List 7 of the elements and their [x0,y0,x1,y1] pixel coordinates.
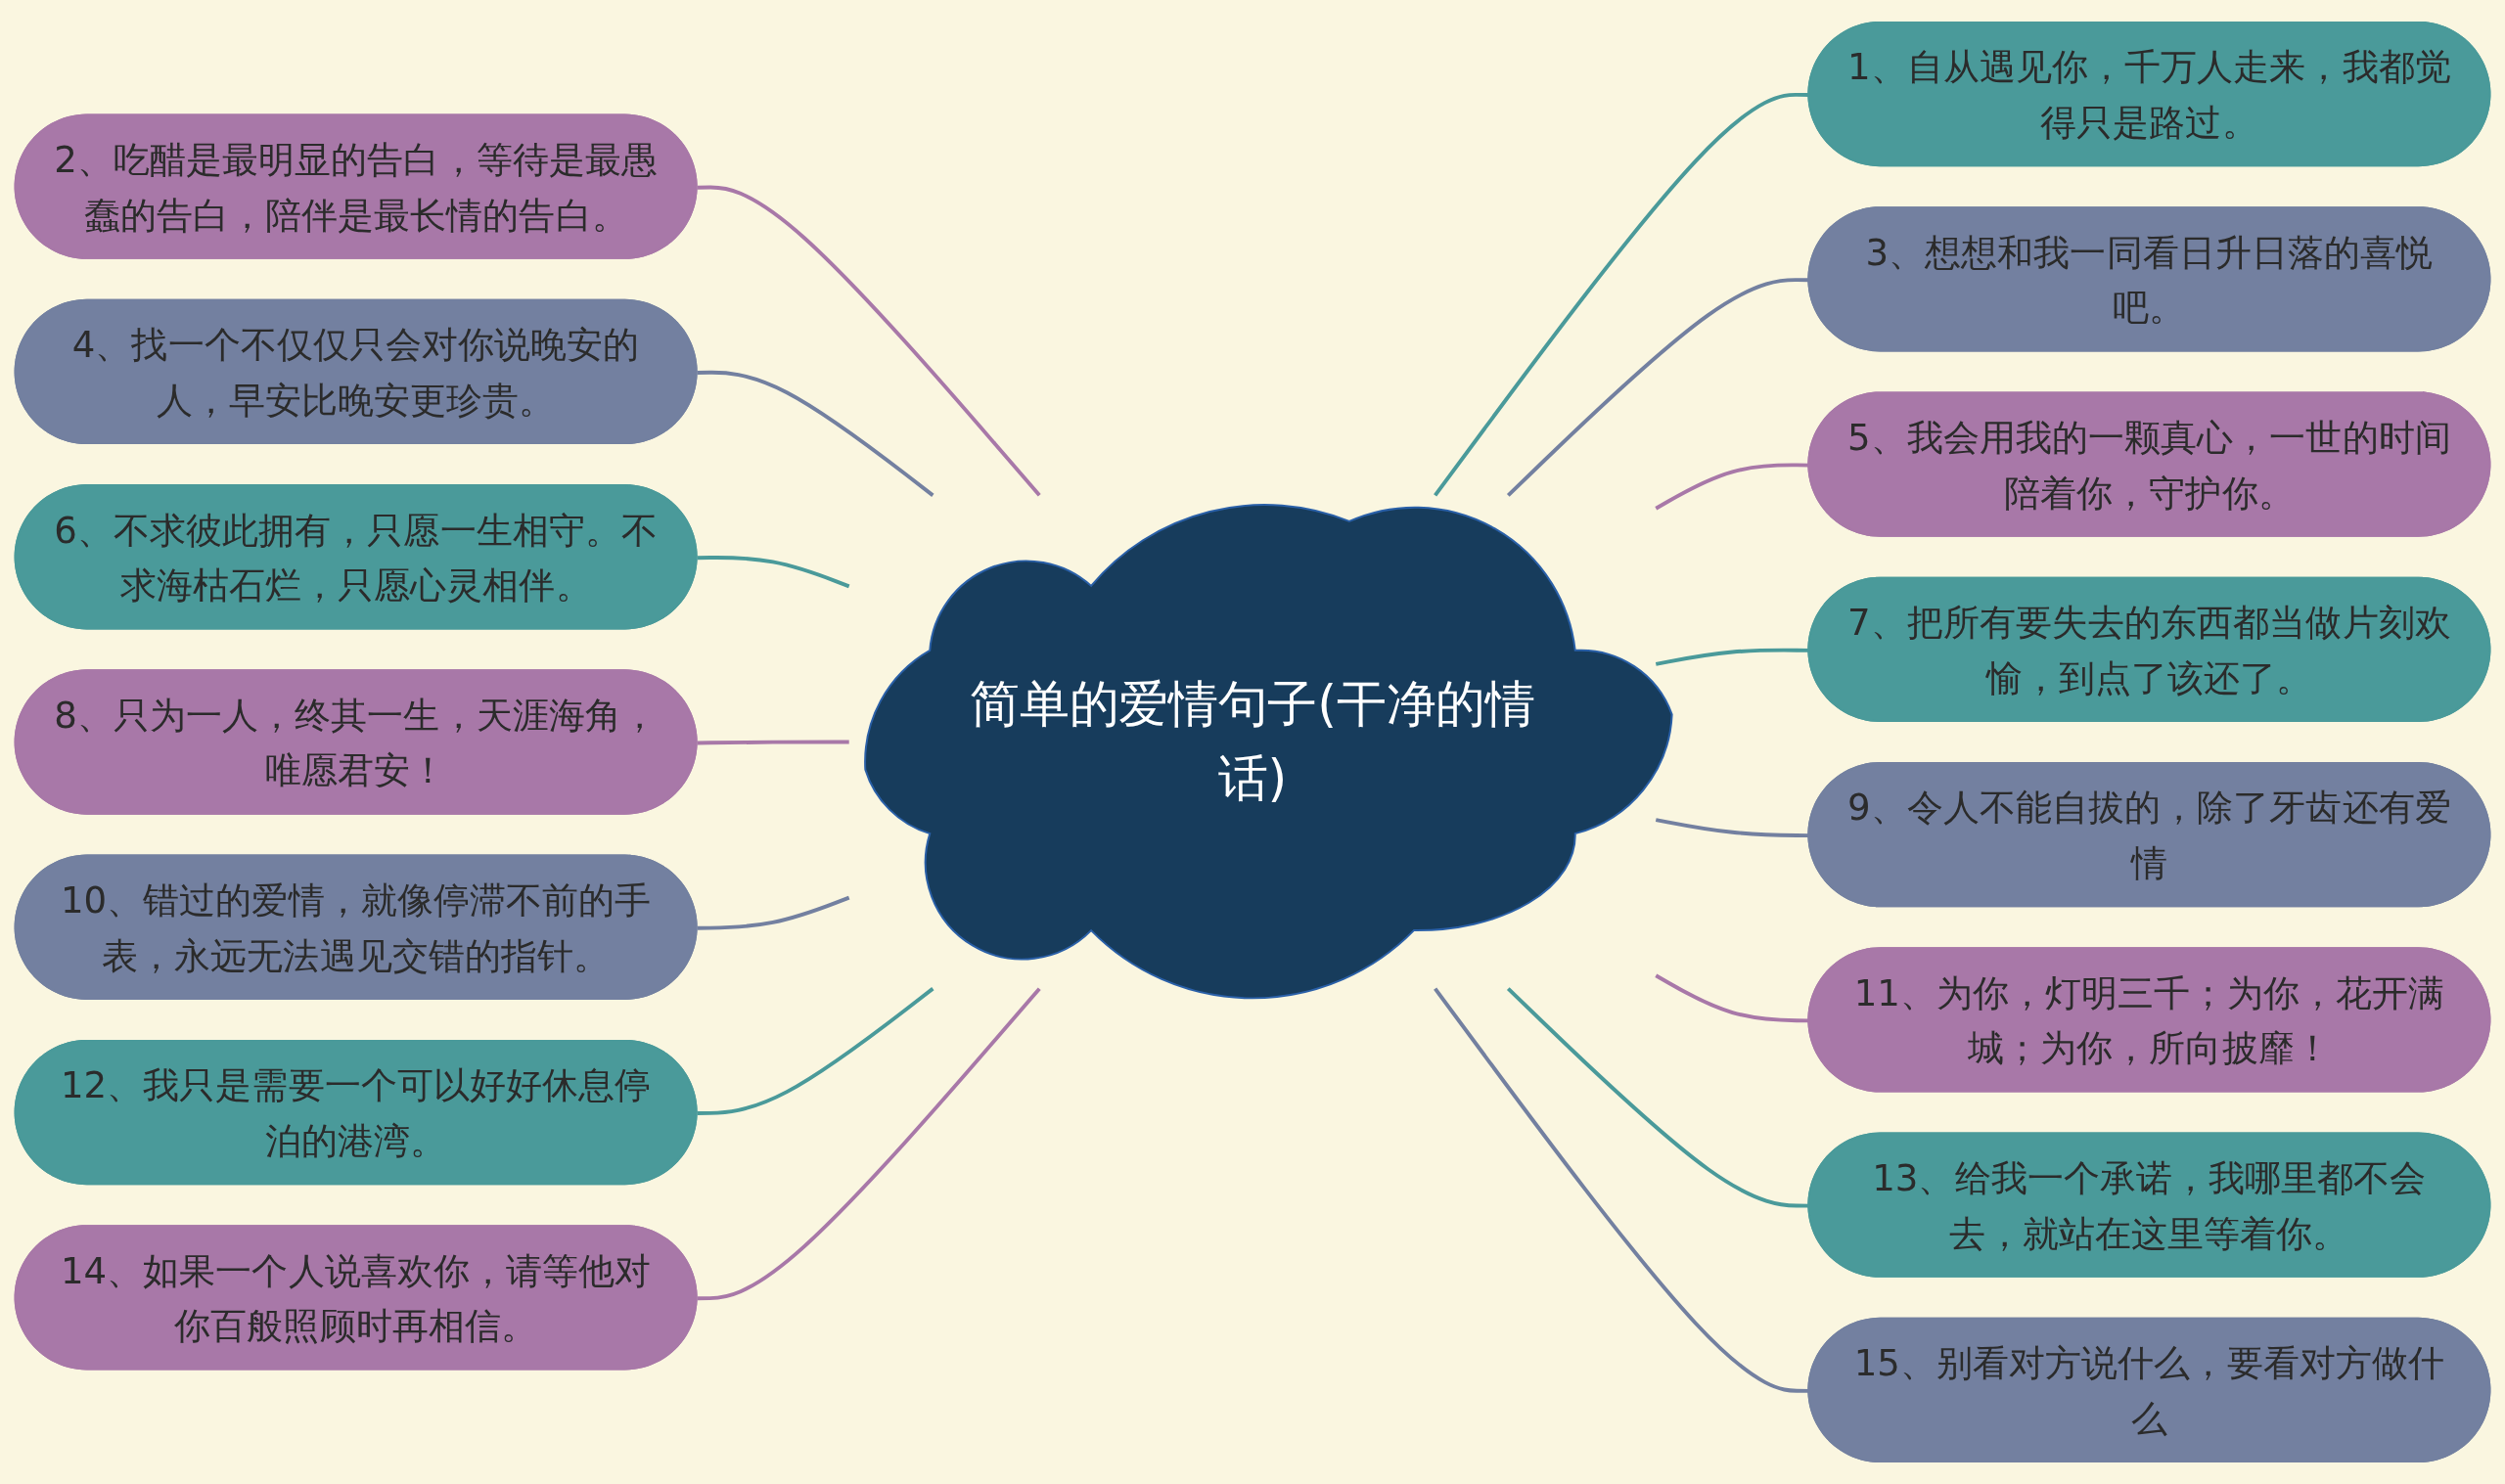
connector [697,987,934,1115]
connector [697,740,849,745]
connector [697,895,850,930]
connector [697,370,934,497]
connector [697,556,850,589]
connector [697,987,1041,1301]
connector [697,185,1041,497]
